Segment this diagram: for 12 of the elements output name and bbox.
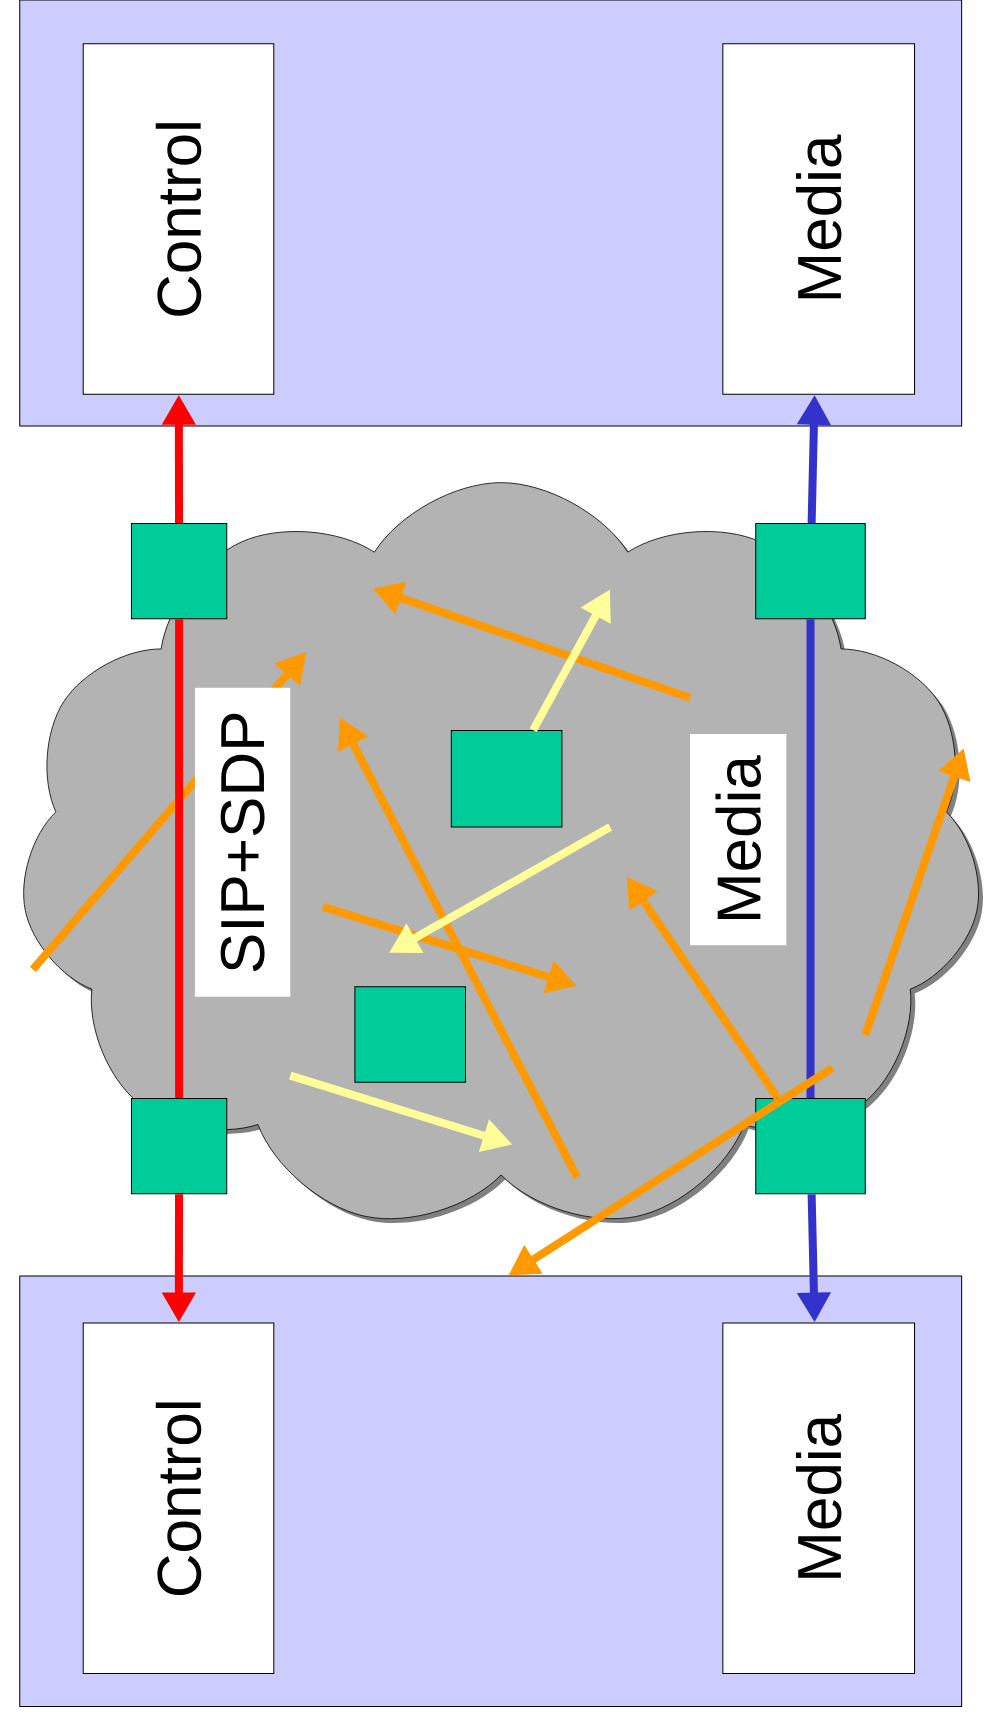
router-square [755,523,866,620]
router-square [450,730,563,828]
router-square [354,986,466,1083]
router-square [130,1098,228,1195]
router-square [755,1098,866,1195]
component-box: Control [82,43,275,395]
protocol-label: Media [690,733,787,946]
component-box: Media [722,1322,916,1675]
component-box: Control [82,1322,275,1675]
component-box: Media [722,43,916,395]
protocol-label: SIP+SDP [194,687,291,997]
router-square [130,523,228,620]
